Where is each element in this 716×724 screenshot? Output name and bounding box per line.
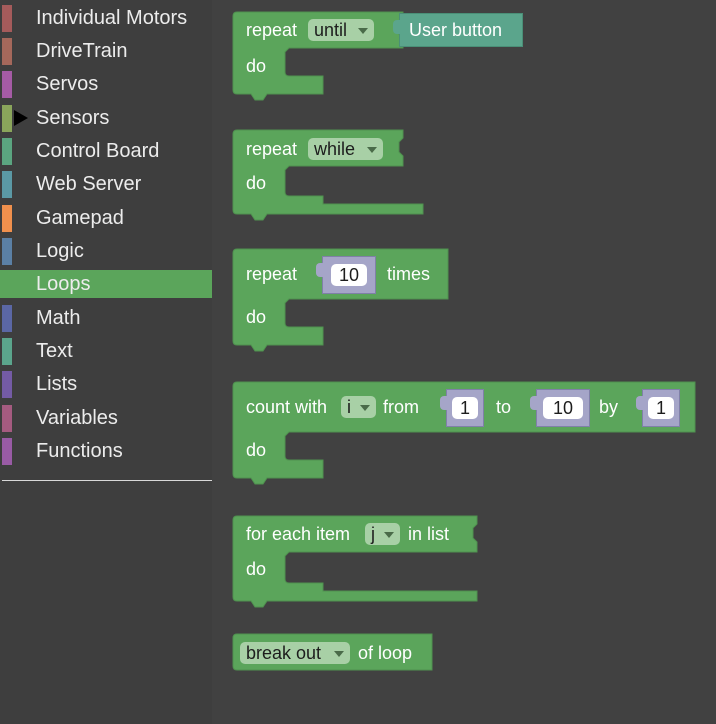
expand-arrow-icon[interactable] bbox=[14, 110, 28, 126]
toolbox-category-web-server[interactable]: Web Server bbox=[0, 170, 212, 198]
repeat-label: repeat bbox=[246, 20, 298, 40]
category-color-swatch bbox=[2, 105, 12, 132]
from-number-block[interactable]: 1 bbox=[440, 389, 484, 427]
category-label: Gamepad bbox=[36, 207, 124, 229]
dropdown-caret-icon bbox=[334, 651, 344, 657]
category-color-swatch bbox=[2, 71, 12, 98]
category-label: Math bbox=[36, 307, 81, 329]
dropdown-caret-icon bbox=[367, 147, 377, 153]
number-field[interactable]: 1 bbox=[452, 397, 478, 419]
toolbox-category-individual-motors[interactable]: Individual Motors bbox=[0, 4, 212, 32]
for-each-block[interactable] bbox=[232, 515, 478, 608]
category-color-swatch bbox=[2, 438, 12, 465]
do-label: do bbox=[246, 307, 267, 327]
category-color-swatch bbox=[2, 371, 12, 398]
times-label: times bbox=[387, 264, 431, 284]
category-color-swatch bbox=[2, 271, 12, 298]
repeat-label: repeat bbox=[246, 139, 298, 159]
for-each-item-label: for each item bbox=[246, 524, 351, 544]
category-label: Functions bbox=[36, 440, 123, 462]
count-variable-dropdown[interactable]: i bbox=[341, 396, 376, 418]
category-color-swatch bbox=[2, 138, 12, 165]
toolbox-category-variables[interactable]: Variables bbox=[0, 404, 212, 432]
category-color-swatch bbox=[2, 305, 12, 332]
do-label: do bbox=[246, 440, 267, 460]
repeat-label: repeat bbox=[246, 264, 298, 284]
for-each-variable-dropdown[interactable]: j bbox=[365, 523, 400, 545]
sensor-block-label: User button bbox=[409, 20, 503, 40]
category-label: Individual Motors bbox=[36, 7, 188, 29]
dropdown-value: break out bbox=[246, 643, 322, 663]
toolbox-category-math[interactable]: Math bbox=[0, 304, 212, 332]
category-label: Control Board bbox=[36, 140, 160, 162]
by-label: by bbox=[599, 397, 619, 417]
category-color-swatch bbox=[2, 38, 12, 65]
dropdown-value: while bbox=[314, 139, 356, 159]
category-label: DriveTrain bbox=[36, 40, 128, 62]
dropdown-value: until bbox=[314, 20, 348, 40]
category-color-swatch bbox=[2, 338, 12, 365]
repeat-mode-dropdown[interactable]: while bbox=[308, 138, 383, 160]
category-label: Variables bbox=[36, 407, 118, 429]
count-with-label: count with bbox=[246, 397, 328, 417]
break-mode-dropdown[interactable]: break out bbox=[240, 642, 350, 664]
from-label: from bbox=[383, 397, 419, 417]
category-color-swatch bbox=[2, 238, 12, 265]
dropdown-caret-icon bbox=[358, 28, 368, 34]
toolbox-category-logic[interactable]: Logic bbox=[0, 237, 212, 265]
toolbox-category-drivetrain[interactable]: DriveTrain bbox=[0, 37, 212, 65]
dropdown-caret-icon bbox=[360, 405, 370, 411]
in-list-label: in list bbox=[408, 524, 450, 544]
number-field[interactable]: 10 bbox=[543, 397, 583, 419]
repeat-times-block[interactable] bbox=[232, 248, 449, 352]
category-label: Servos bbox=[36, 73, 99, 95]
to-label: to bbox=[496, 397, 512, 417]
user-button-sensor-block[interactable]: User button bbox=[393, 13, 523, 47]
number-field[interactable]: 10 bbox=[331, 264, 367, 286]
category-label: Logic bbox=[36, 240, 84, 262]
of-loop-label: of loop bbox=[358, 643, 413, 663]
category-label: Web Server bbox=[36, 173, 142, 195]
toolbox-category-functions[interactable]: Functions bbox=[0, 437, 212, 465]
category-label: Loops bbox=[36, 273, 91, 295]
toolbox-category-sensors[interactable]: Sensors bbox=[0, 104, 212, 132]
do-label: do bbox=[246, 559, 267, 579]
by-number-block[interactable]: 1 bbox=[636, 389, 680, 427]
loops-flyout: repeat until User button do repeat while do rep… bbox=[212, 0, 716, 724]
dropdown-value: i bbox=[347, 397, 351, 417]
toolbox-category-loops[interactable]: Loops bbox=[0, 270, 212, 298]
number-field[interactable]: 1 bbox=[648, 397, 674, 419]
toolbox-category-servos[interactable]: Servos bbox=[0, 70, 212, 98]
do-label: do bbox=[246, 56, 267, 76]
dropdown-caret-icon bbox=[384, 532, 394, 538]
category-color-swatch bbox=[2, 171, 12, 198]
do-label: do bbox=[246, 173, 267, 193]
category-label: Lists bbox=[36, 373, 78, 395]
category-color-swatch bbox=[2, 205, 12, 232]
toolbox-separator bbox=[2, 480, 212, 481]
toolbox-category-text[interactable]: Text bbox=[0, 337, 212, 365]
toolbox-category-lists[interactable]: Lists bbox=[0, 370, 212, 398]
repeat-count-number-block[interactable]: 10 bbox=[316, 256, 376, 294]
category-color-swatch bbox=[2, 405, 12, 432]
category-label: Text bbox=[36, 340, 73, 362]
to-number-block[interactable]: 10 bbox=[530, 389, 590, 427]
repeat-mode-dropdown[interactable]: until bbox=[308, 19, 374, 41]
flyout-blocks-canvas bbox=[232, 11, 696, 671]
category-color-swatch bbox=[2, 5, 12, 32]
toolbox-category-gamepad[interactable]: Gamepad bbox=[0, 204, 212, 232]
dropdown-value: j bbox=[371, 524, 375, 544]
toolbox-category-control-board[interactable]: Control Board bbox=[0, 137, 212, 165]
category-label: Sensors bbox=[36, 107, 110, 129]
